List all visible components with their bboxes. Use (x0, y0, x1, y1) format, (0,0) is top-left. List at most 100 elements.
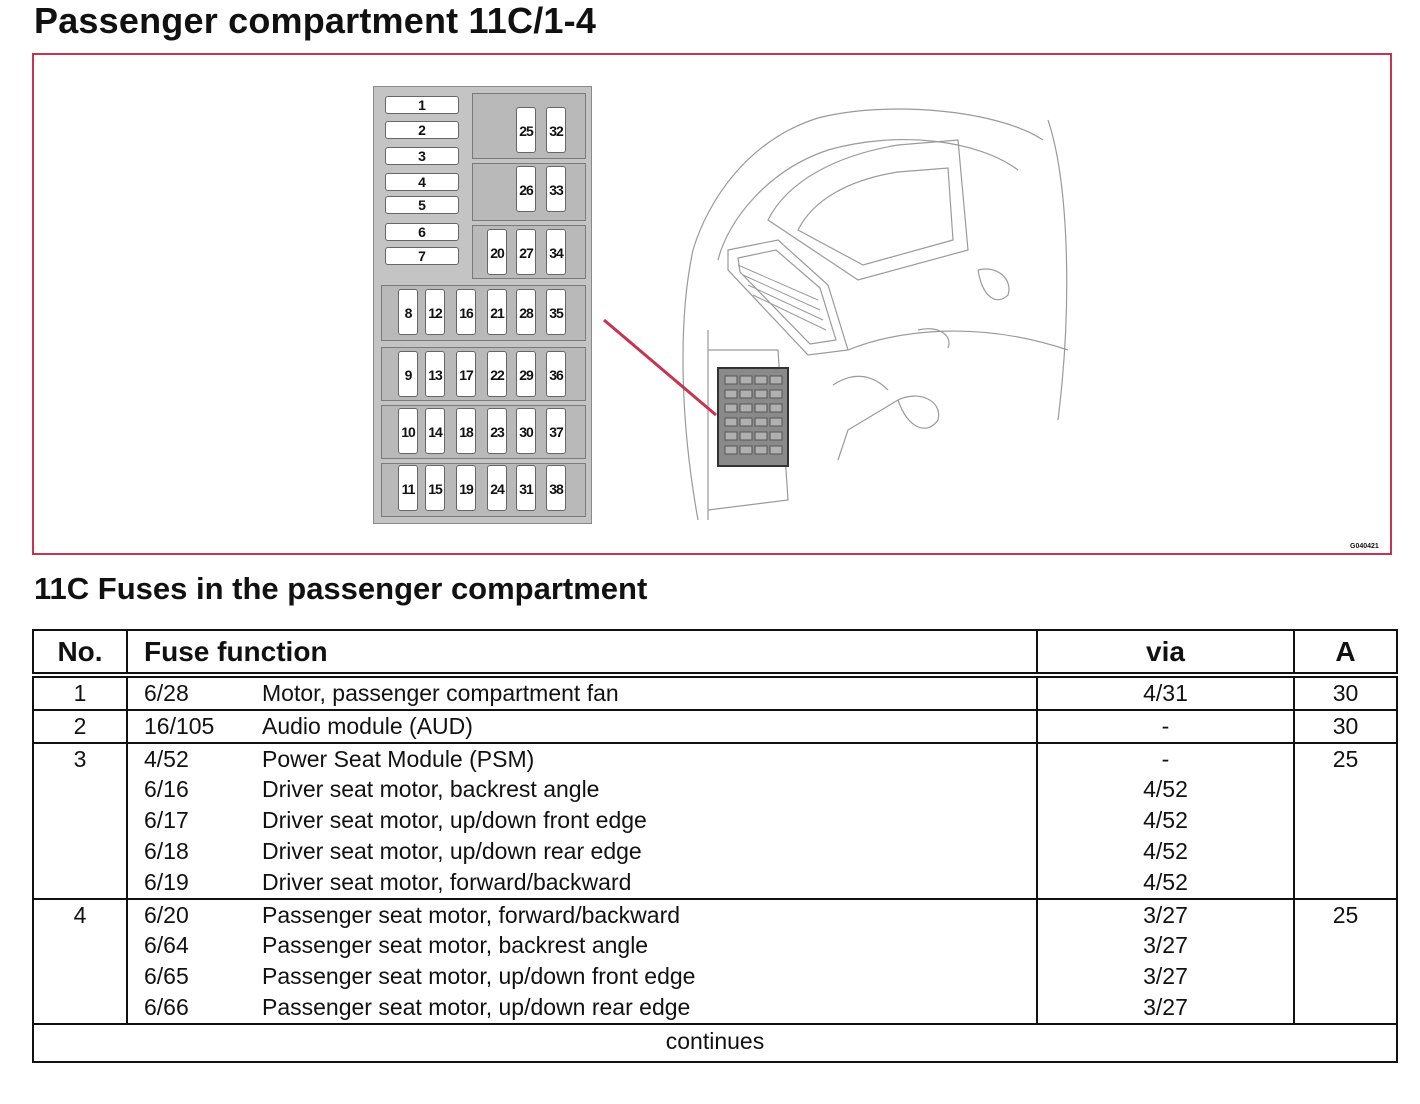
component-code: 6/17 (144, 807, 189, 834)
table-row: 1 6/28 Motor, passenger compartment fan 4/3… (32, 674, 1398, 710)
component-code: 6/20 (144, 901, 189, 928)
component-code: 6/64 (144, 932, 189, 959)
fuse-slot: 9 (398, 351, 418, 397)
via-cell: - 4/52 4/52 4/52 4/52 (1036, 741, 1295, 899)
via-value: 3/27 (1143, 963, 1188, 990)
fuse-slot: 25 (516, 107, 536, 153)
fuse-number-cell: 3 (32, 741, 128, 899)
via-cell: 4/31 (1036, 674, 1295, 710)
fuse-slot: 3 (385, 147, 459, 165)
via-value: 4/52 (1143, 807, 1188, 834)
function-text: Driver seat motor, forward/backward (262, 868, 632, 895)
fuse-slot: 5 (385, 196, 459, 214)
fuse-slot: 30 (516, 408, 536, 454)
function-line: 6/17 Driver seat motor, up/down front edg… (128, 805, 1036, 836)
fuse-slot: 29 (516, 351, 536, 397)
amperage-value: 25 (1332, 901, 1359, 928)
function-text: Passenger seat motor, up/down rear edge (262, 993, 691, 1020)
fuse-slot: 2 (385, 121, 459, 139)
fuse-slot: 10 (398, 408, 418, 454)
fuse-slot: 14 (425, 408, 445, 454)
function-text: Driver seat motor, up/down rear edge (262, 837, 642, 864)
fuse-slot: 28 (516, 289, 536, 335)
fuse-slot: 8 (398, 289, 418, 335)
fuse-slot: 32 (546, 107, 566, 153)
fuse-slot: 4 (385, 173, 459, 191)
fuse-slot: 11 (398, 465, 418, 511)
component-code: 4/52 (144, 745, 189, 772)
component-code: 6/19 (144, 868, 189, 895)
via-value: 4/52 (1143, 868, 1188, 895)
fuse-number-cell: 4 (32, 897, 128, 1024)
function-line: 6/19 Driver seat motor, forward/backward (128, 867, 1036, 898)
function-text: Driver seat motor, up/down front edge (262, 807, 647, 834)
fuse-slot: 27 (516, 229, 536, 275)
fuse-slot: 21 (487, 289, 507, 335)
fuse-slot: 34 (546, 229, 566, 275)
figure-frame (32, 53, 1392, 555)
callout-line (603, 318, 717, 417)
fuse-slot: 12 (425, 289, 445, 335)
via-value: - (1161, 712, 1170, 739)
via-value: 3/27 (1143, 932, 1188, 959)
fuse-slot: 13 (425, 351, 445, 397)
header-amp: A (1293, 629, 1398, 678)
fuse-slot: 38 (546, 465, 566, 511)
function-text: Passenger seat motor, forward/backward (262, 901, 681, 928)
fuse-slot: 24 (487, 465, 507, 511)
fuse-slot: 22 (487, 351, 507, 397)
component-code: 16/105 (144, 712, 215, 739)
section-title: 11C Fuses in the passenger compartment (34, 571, 648, 606)
amperage-cell: 25 (1293, 741, 1398, 899)
function-text: Power Seat Module (PSM) (262, 745, 535, 772)
via-value: 4/52 (1143, 837, 1188, 864)
via-cell: - (1036, 708, 1295, 743)
function-text: Driver seat motor, backrest angle (262, 776, 600, 803)
function-text: Motor, passenger compartment fan (262, 680, 619, 706)
fuse-number-cell: 2 (32, 708, 128, 743)
via-value: - (1161, 745, 1170, 772)
amperage-cell: 25 (1293, 897, 1398, 1024)
fuse-slot: 26 (516, 166, 536, 212)
function-line: 6/18 Driver seat motor, up/down rear edge (128, 836, 1036, 867)
header-via: via (1036, 629, 1295, 678)
amperage-cell: 30 (1293, 674, 1398, 710)
figure-code: G040421 (1350, 543, 1379, 550)
fuse-number: 1 (73, 680, 87, 706)
fuse-number: 4 (73, 901, 87, 928)
function-line: 6/20 Passenger seat motor, forward/backwa… (128, 900, 1036, 931)
fuse-slot: 17 (456, 351, 476, 397)
component-code: 6/66 (144, 993, 189, 1020)
fuse-slot: 33 (546, 166, 566, 212)
fuse-slot: 23 (487, 408, 507, 454)
function-text: Passenger seat motor, up/down front edge (262, 963, 696, 990)
table-header-row: No. Fuse function via A (32, 629, 1398, 678)
fuse-slot: 16 (456, 289, 476, 335)
fuse-function-cell: 6/28 Motor, passenger compartment fan (126, 674, 1038, 710)
fuse-slot: 15 (425, 465, 445, 511)
component-code: 6/18 (144, 837, 189, 864)
function-line: 4/52 Power Seat Module (PSM) (128, 744, 1036, 775)
fuse-slot: 6 (385, 223, 459, 241)
fuse-slot: 36 (546, 351, 566, 397)
fuse-number: 3 (73, 745, 87, 772)
component-code: 6/28 (144, 680, 189, 706)
dashboard-sketch (603, 108, 1069, 520)
via-value: 3/27 (1143, 901, 1188, 928)
via-value: 4/52 (1143, 776, 1188, 803)
amperage-cell: 30 (1293, 708, 1398, 743)
fuse-table: No. Fuse function via A 1 6/28 Motor, pass… (32, 629, 1398, 1063)
fuse-slot: 37 (546, 408, 566, 454)
amperage-value: 30 (1332, 712, 1359, 739)
header-no: No. (32, 629, 128, 678)
page-title: Passenger compartment 11C/1-4 (34, 0, 597, 41)
amperage-value: 30 (1332, 680, 1359, 706)
